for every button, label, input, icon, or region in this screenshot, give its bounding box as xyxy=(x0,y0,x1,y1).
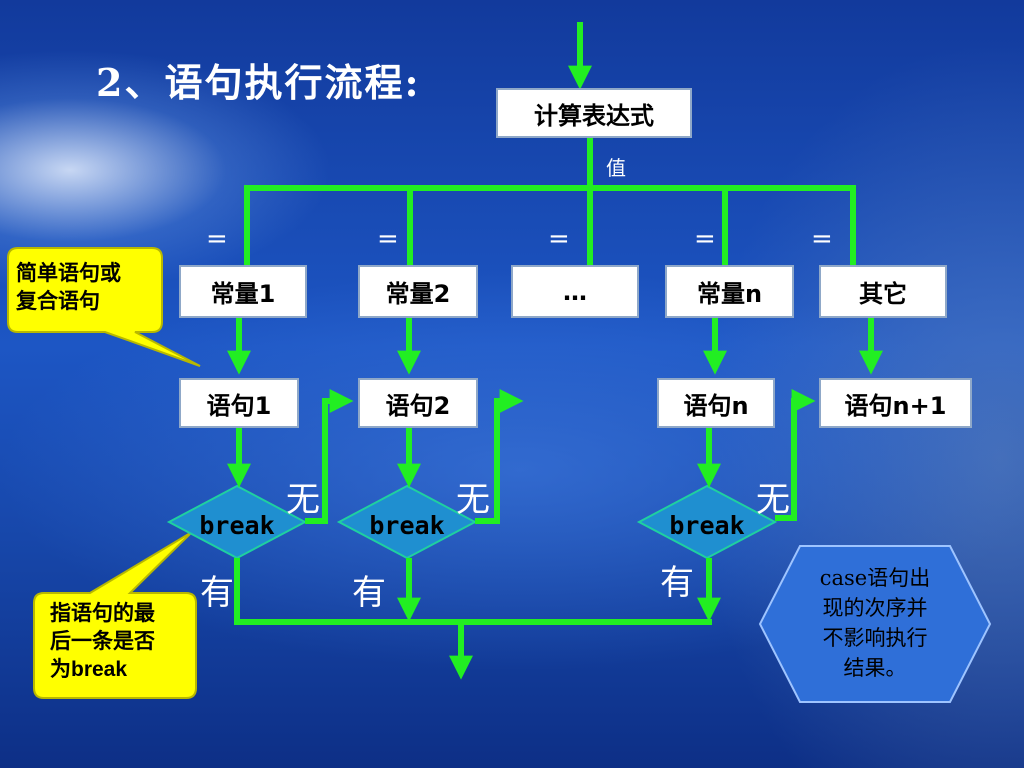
equals-label-2: = xyxy=(377,224,399,254)
equals-label-3: = xyxy=(548,224,570,254)
constant-box-n: 常量n xyxy=(665,265,794,318)
equals-label-4: = xyxy=(694,224,716,254)
yes-label-2: 有 xyxy=(352,573,386,613)
yes-label-1: 有 xyxy=(200,573,234,613)
statement-box-2: 语句2 xyxy=(358,378,478,428)
break-callout-line-3: 为break xyxy=(50,658,128,681)
case-order-line-4: 结果。 xyxy=(843,656,907,680)
break-callout-line-2: 后一条是否 xyxy=(50,630,155,653)
fallthrough-2-onward xyxy=(475,389,524,524)
no-label-3: 无 xyxy=(756,480,790,520)
no-label-2: 无 xyxy=(456,480,490,520)
statement-callout: 简单语句或 复合语句 xyxy=(16,260,121,316)
case-order-line-2: 现的次序并 xyxy=(822,596,928,620)
expression-box: 计算表达式 xyxy=(496,88,692,138)
statement-box-n-plus-1: 语句n+1 xyxy=(819,378,972,428)
constant-box-1: 常量1 xyxy=(179,265,307,318)
page-title: 2、语句执行流程: xyxy=(96,60,421,105)
case-order-line-3: 不影响执行 xyxy=(822,626,928,650)
yes-label-3: 有 xyxy=(660,563,694,603)
equals-label-5: = xyxy=(811,224,833,254)
statement-callout-shape xyxy=(7,247,201,367)
value-label: 值 xyxy=(606,156,626,180)
constant-box-other: 其它 xyxy=(819,265,947,318)
statement-box-n: 语句n xyxy=(657,378,775,428)
case-order-line-1: case语句出 xyxy=(819,566,931,590)
constant-box-2: 常量2 xyxy=(358,265,478,318)
break-callout: 指语句的最 后一条是否 为break xyxy=(50,600,155,684)
break-label-3: break xyxy=(669,511,745,540)
statement-box-1: 语句1 xyxy=(179,378,299,428)
break-label-2: break xyxy=(369,511,445,540)
no-label-1: 无 xyxy=(286,480,320,520)
break-callout-line-1: 指语句的最 xyxy=(50,602,155,625)
case-order-note: case语句出 现的次序并 不影响执行 结果。 xyxy=(790,563,960,683)
statement-callout-line-1: 简单语句或 xyxy=(16,262,121,285)
break-label-1: break xyxy=(199,511,275,540)
fallthrough-n-to-stmtn1 xyxy=(775,389,816,521)
case-order-hexagon xyxy=(758,545,992,703)
equals-label-1: = xyxy=(206,224,228,254)
statement-callout-line-2: 复合语句 xyxy=(16,290,100,313)
break-callout-shape xyxy=(33,531,197,699)
fallthrough-1-to-stmt2 xyxy=(305,389,354,524)
constant-box-ellipsis: … xyxy=(511,265,639,318)
